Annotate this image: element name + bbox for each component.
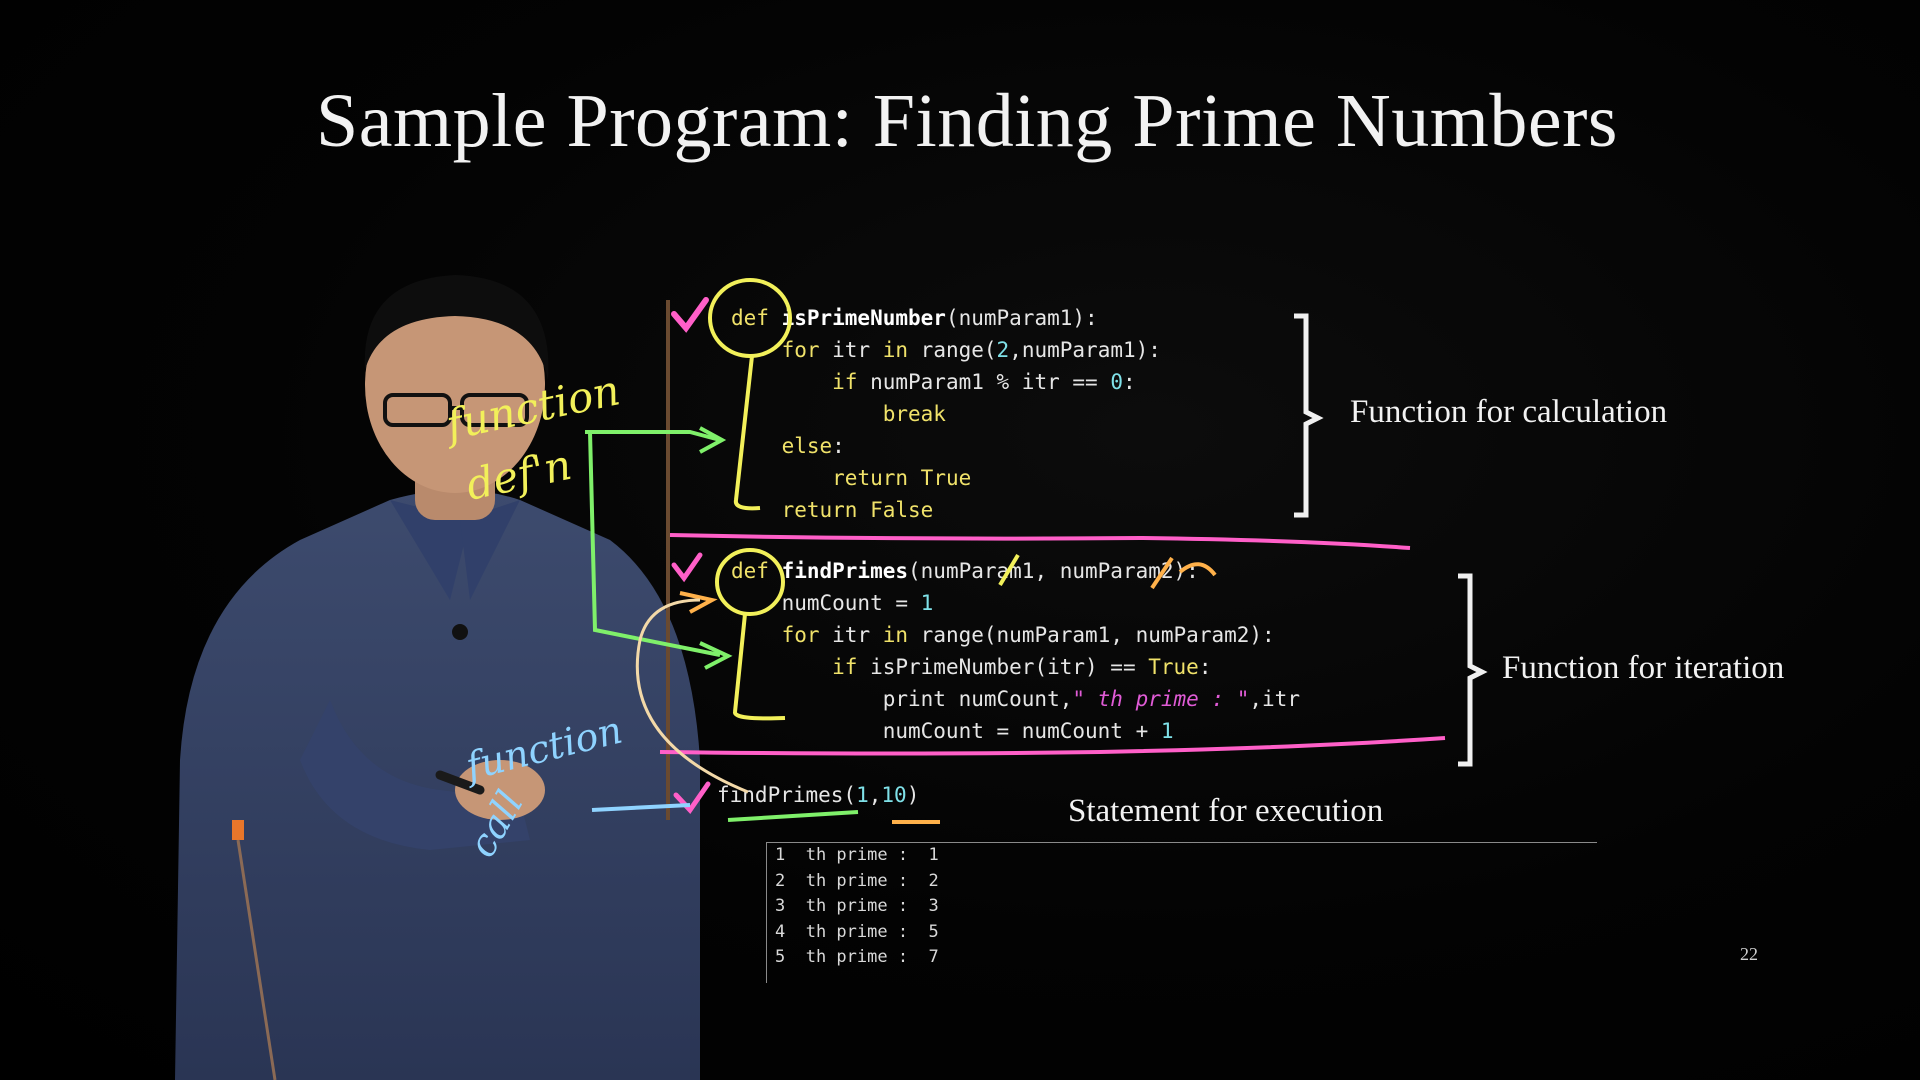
handwriting-function-1: function: [439, 365, 624, 450]
code-token: 1: [1160, 719, 1174, 743]
code-token: findPrimes: [781, 559, 909, 583]
program-output-panel: 1 th prime : 1 2 th prime : 2 3 th prime :…: [766, 842, 1597, 983]
code-token: print: [882, 687, 959, 711]
code-token: ,: [868, 783, 882, 807]
handwriting-function-2: function: [459, 708, 627, 790]
check-mark-2: [671, 552, 703, 583]
code-token: in: [882, 623, 921, 647]
code-token: itr: [832, 623, 883, 647]
code-line: numCount = 1: [731, 587, 1300, 619]
code-line: print numCount," th prime : ",itr: [731, 683, 1300, 715]
page-number: 22: [1740, 944, 1758, 964]
code-token: def: [731, 559, 782, 583]
code-token: break: [882, 402, 946, 426]
check-mark-1: [671, 297, 709, 333]
code-line: numCount = numCount + 1: [731, 715, 1300, 747]
code-line: return False: [731, 494, 1161, 526]
code-token: " th prime : ": [1072, 687, 1250, 711]
code-token: for: [781, 338, 833, 362]
label-function-for-iteration: Function for iteration: [1502, 650, 1785, 686]
code-token: False: [870, 498, 934, 522]
bracket-calculation: [1294, 313, 1324, 518]
label-function-for-calculation: Function for calculation: [1350, 394, 1668, 430]
pink-separator-1: [669, 533, 1411, 550]
code-token: True: [920, 466, 972, 490]
code-token: numCount,: [958, 687, 1073, 711]
output-row: 1 th prime : 1: [775, 845, 939, 865]
code-token: :: [1198, 655, 1212, 679]
code-token: :: [832, 434, 845, 458]
bracket-iteration: [1458, 573, 1488, 767]
code-line: findPrimes(1,10): [717, 779, 919, 811]
code-token: for: [781, 623, 833, 647]
code-line: else:: [731, 430, 1161, 462]
code-token: ,itr: [1249, 687, 1300, 711]
code-token: if: [832, 370, 871, 394]
code-line: for itr in range(2,numParam1):: [731, 334, 1161, 366]
code-token: else: [781, 434, 833, 458]
code-line: def findPrimes(numParam1, numParam2):: [731, 555, 1300, 587]
code-token: in: [882, 338, 921, 362]
slide-title: Sample Program: Finding Prime Numbers: [316, 79, 1618, 163]
blue-pointer: [591, 803, 691, 812]
code-token: 2: [996, 338, 1010, 362]
code-token: (numParam1):: [945, 306, 1098, 330]
code-token: isPrimeNumber(itr) ==: [870, 655, 1149, 679]
code-token: numCount =: [781, 591, 921, 615]
output-row: 5 th prime : 7: [775, 947, 939, 968]
output-row: 3 th prime : 3: [775, 896, 939, 917]
code-is-prime-number: def isPrimeNumber(numParam1): for itr in…: [731, 302, 1161, 526]
code-token: numParam1 % itr ==: [870, 370, 1111, 394]
output-row: 2 th prime : 2: [775, 870, 939, 891]
code-token: return: [781, 498, 871, 522]
handwriting-defn: def'n: [462, 440, 576, 510]
code-line: if isPrimeNumber(itr) == True:: [731, 651, 1300, 683]
code-token: numCount = numCount +: [882, 719, 1161, 743]
code-line: def isPrimeNumber(numParam1):: [731, 302, 1161, 334]
code-token: return: [832, 466, 921, 490]
green-arrow-2: [588, 431, 721, 657]
code-line: for itr in range(numParam1, numParam2):: [731, 619, 1300, 651]
code-find-primes: def findPrimes(numParam1, numParam2): nu…: [731, 555, 1300, 747]
code-token: (numParam1, numParam2):: [908, 559, 1199, 583]
code-token: :: [1122, 370, 1136, 394]
code-token: if: [832, 655, 871, 679]
handwriting-call: call: [460, 783, 532, 864]
code-token: range(numParam1, numParam2):: [920, 623, 1275, 647]
code-token: ,numParam1):: [1009, 338, 1161, 362]
code-line: return True: [731, 462, 1161, 494]
code-token: 0: [1110, 370, 1123, 394]
code-token: def: [731, 306, 782, 330]
code-token: 1: [856, 783, 869, 807]
code-token: range(: [920, 338, 997, 362]
code-token: findPrimes(: [717, 783, 857, 807]
code-token: isPrimeNumber: [781, 306, 946, 330]
green-arrow-1: [585, 430, 721, 442]
output-row: 4 th prime : 5: [775, 921, 939, 942]
code-line: if numParam1 % itr == 0:: [731, 366, 1161, 398]
code-token: itr: [832, 338, 883, 362]
code-token: 10: [881, 783, 907, 807]
check-mark-3: [673, 781, 711, 814]
code-execution-call: findPrimes(1,10): [717, 779, 919, 811]
code-token: True: [1148, 655, 1199, 679]
label-statement-for-execution: Statement for execution: [1068, 793, 1384, 829]
code-token: 1: [920, 591, 934, 615]
code-line: break: [731, 398, 1161, 430]
code-token: ): [906, 783, 920, 807]
